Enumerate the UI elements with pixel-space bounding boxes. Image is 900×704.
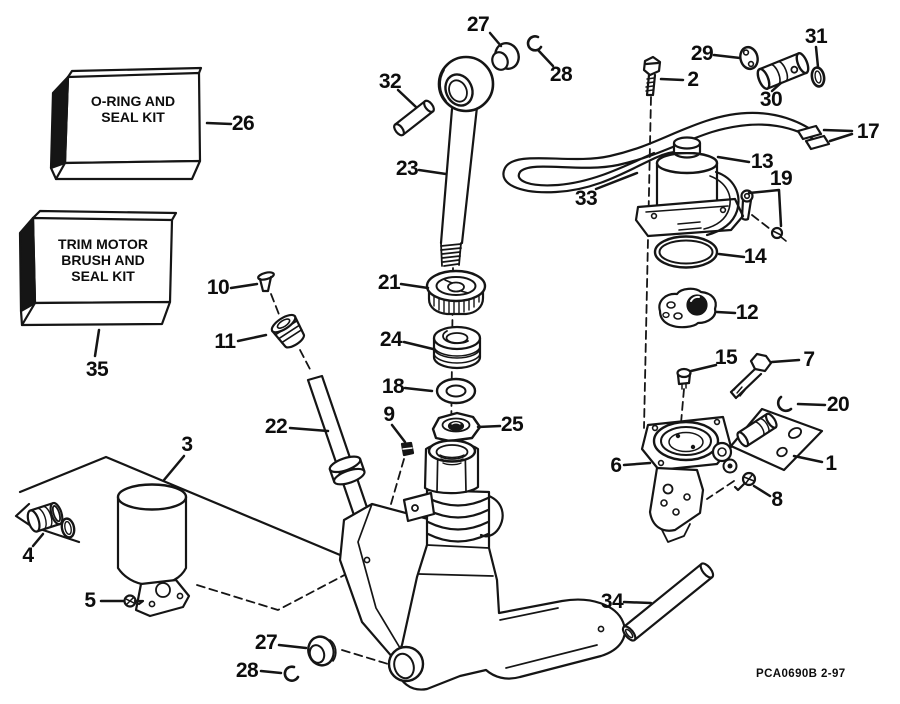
screw-15 xyxy=(676,367,692,390)
part-label-20: 20 xyxy=(826,393,850,416)
leader-lines xyxy=(31,31,854,675)
part-label-27: 27 xyxy=(254,631,278,654)
trim-motor xyxy=(634,136,745,238)
part-label-18: 18 xyxy=(381,375,405,398)
screw-2 xyxy=(642,55,662,97)
part-label-25: 25 xyxy=(500,413,524,436)
part-label-19: 19 xyxy=(769,167,793,190)
snap-ring-20 xyxy=(776,395,793,413)
part-label-26: 26 xyxy=(231,112,255,135)
part-label-35: 35 xyxy=(85,358,109,381)
part-label-30: 30 xyxy=(759,88,783,111)
plug-11 xyxy=(270,313,306,349)
valve-plate-1 xyxy=(729,407,824,472)
snap-ring-28-bottom xyxy=(283,665,300,682)
part-label-28: 28 xyxy=(549,63,573,86)
screw-10 xyxy=(257,271,275,293)
part-label-31: 31 xyxy=(804,25,828,48)
part-label-1: 1 xyxy=(825,452,837,475)
reservoir xyxy=(116,483,191,618)
part-label-15: 15 xyxy=(714,346,738,369)
part-label-6: 6 xyxy=(610,454,622,477)
snap-ring-28-top xyxy=(526,35,543,52)
part-label-23: 23 xyxy=(395,157,419,180)
part-label-3: 3 xyxy=(181,433,193,456)
part-label-28: 28 xyxy=(235,659,259,682)
pump-12 xyxy=(658,287,717,329)
part-label-11: 11 xyxy=(214,330,236,353)
manifold-6 xyxy=(640,415,738,543)
part-label-2: 2 xyxy=(687,68,699,91)
pivot-pin-34 xyxy=(621,562,715,642)
bushing-27-bottom xyxy=(307,635,337,667)
part-label-29: 29 xyxy=(690,42,714,65)
part-label-34: 34 xyxy=(600,590,624,613)
part-label-4: 4 xyxy=(22,544,34,567)
o-ring-31 xyxy=(810,66,826,88)
part-label-32: 32 xyxy=(378,70,402,93)
part-label-10: 10 xyxy=(206,276,230,299)
part-label-17: 17 xyxy=(856,120,880,143)
manifold-cap-21 xyxy=(425,269,487,316)
impact-rod-22 xyxy=(306,374,375,532)
o-ring-14 xyxy=(653,235,719,269)
cylinder-housing xyxy=(338,439,626,691)
kit-box-26 xyxy=(49,66,203,181)
screw-5 xyxy=(123,594,145,608)
wire-harness xyxy=(502,111,820,194)
link-and-screw-19 xyxy=(740,189,787,242)
part-label-24: 24 xyxy=(379,328,403,351)
part-label-13: 13 xyxy=(750,150,774,173)
washer-18 xyxy=(435,377,477,405)
bushing-4 xyxy=(14,501,81,544)
part-label-33: 33 xyxy=(574,187,598,210)
part-label-5: 5 xyxy=(84,589,96,612)
screw-8 xyxy=(733,471,757,492)
grommet-29 xyxy=(739,45,759,71)
hex-nut-25 xyxy=(431,411,482,443)
kit-box-35 xyxy=(18,209,178,327)
kit-box-trim-motor-label: TRIM MOTOR BRUSH AND SEAL KIT xyxy=(58,236,148,284)
solenoid-30 xyxy=(756,52,810,90)
part-label-21: 21 xyxy=(377,271,401,294)
bushing-27-top xyxy=(491,41,520,71)
small-nut-9 xyxy=(400,441,415,457)
part-label-22: 22 xyxy=(264,415,288,438)
kit-box-oring-label: O-RING AND SEAL KIT xyxy=(90,93,176,125)
part-label-14: 14 xyxy=(743,245,767,268)
bracket-outline xyxy=(18,455,354,562)
piston-24 xyxy=(432,325,482,370)
part-label-8: 8 xyxy=(771,488,783,511)
tilt-rod-23 xyxy=(437,55,495,267)
drawing-code: PCA0690B 2-97 xyxy=(756,668,846,680)
part-label-7: 7 xyxy=(803,348,815,371)
part-label-27: 27 xyxy=(466,13,490,36)
bolt-7 xyxy=(729,352,773,400)
part-label-12: 12 xyxy=(735,301,759,324)
part-label-9: 9 xyxy=(383,403,395,426)
pin-32 xyxy=(393,99,435,137)
wire-terminals xyxy=(796,124,831,151)
